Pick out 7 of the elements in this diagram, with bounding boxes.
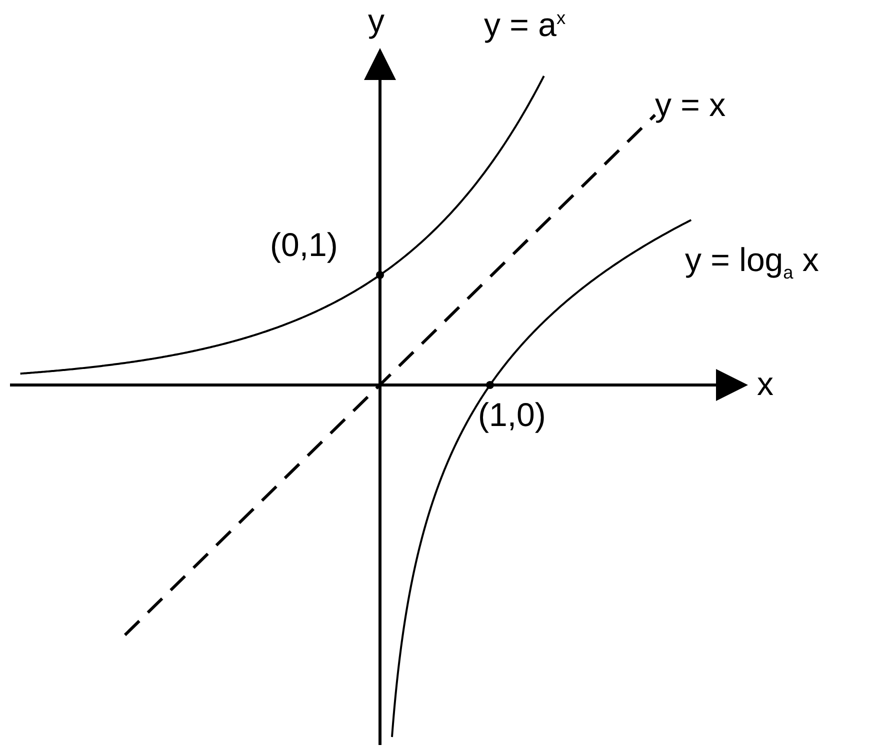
axis-label: y [368,4,384,37]
point-label: (1,0) [478,398,546,431]
curve-label: y = a$^{x}$ [484,8,566,41]
curve-label: y = x [655,88,726,121]
point-label: (0,1) [270,228,338,261]
curve-label: y = log$_{a}$ x [685,243,819,282]
axis-label: x [757,367,774,400]
